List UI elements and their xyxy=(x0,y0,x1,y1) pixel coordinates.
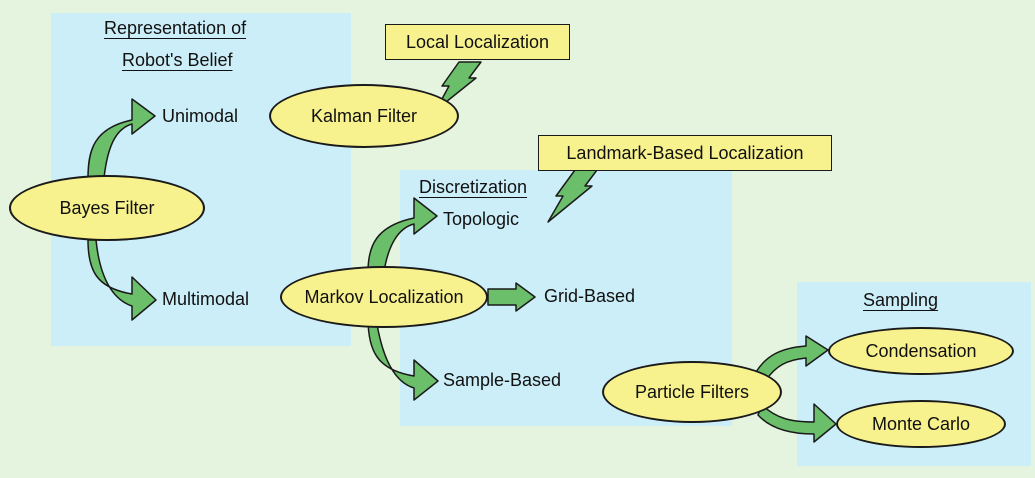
landmark-based-localization-callout: Landmark-Based Localization xyxy=(538,135,832,171)
belief-heading-line1: Representation of xyxy=(104,18,247,38)
condensation-node: Condensation xyxy=(828,327,1014,375)
markov-localization-node: Markov Localization xyxy=(280,266,488,328)
multimodal-label: Multimodal xyxy=(162,289,250,309)
arrow-bayes-to-multimodal xyxy=(87,239,157,321)
kalman-filter-node: Kalman Filter xyxy=(269,84,459,148)
sample-based-label: Sample-Based xyxy=(443,370,562,390)
grid-based-label: Grid-Based xyxy=(544,286,636,306)
lightning-bolt-landmark-icon xyxy=(547,169,598,223)
arrow-particle-to-condensation xyxy=(755,335,829,381)
arrow-markov-to-topologic xyxy=(367,197,438,273)
lightning-bolt-local-icon xyxy=(435,61,482,111)
monte-carlo-node: Monte Carlo xyxy=(836,400,1006,448)
unimodal-label: Unimodal xyxy=(162,106,239,126)
bayes-filter-node: Bayes Filter xyxy=(9,175,205,241)
topologic-label: Topologic xyxy=(443,209,520,229)
arrow-particle-to-monte-carlo xyxy=(757,403,837,443)
discretization-heading: Discretization xyxy=(419,177,528,197)
arrow-markov-to-sample-based xyxy=(367,317,439,401)
arrow-bayes-to-unimodal xyxy=(87,98,156,179)
belief-heading-line2: Robot's Belief xyxy=(122,50,233,70)
arrow-markov-to-grid-based xyxy=(487,282,536,312)
sampling-heading: Sampling xyxy=(863,290,939,310)
local-localization-callout: Local Localization xyxy=(385,24,570,60)
particle-filters-node: Particle Filters xyxy=(602,361,782,423)
